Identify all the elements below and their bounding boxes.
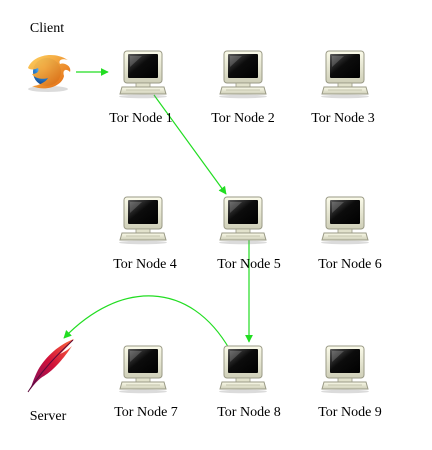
computer-icon [320, 196, 370, 245]
computer-icon [118, 196, 168, 245]
browser-globe-icon [28, 54, 71, 92]
tor-node-1 [116, 49, 170, 99]
tor-node-2 [216, 49, 270, 99]
computer-icon [218, 345, 268, 394]
feather-icon [27, 339, 74, 393]
tor-node-4 [116, 195, 170, 245]
server-label: Server [29, 409, 67, 424]
tor-node-4-label: Tor Node 4 [113, 257, 177, 272]
client-label: Client [29, 21, 65, 36]
computer-icon [320, 50, 370, 99]
tor-node-6 [318, 195, 372, 245]
tor-node-8-label: Tor Node 8 [217, 405, 281, 420]
arrow-node1-to-node5 [153, 94, 227, 195]
tor-node-9-label: Tor Node 9 [318, 405, 382, 420]
tor-node-8 [216, 344, 270, 394]
computer-icon [218, 50, 268, 99]
tor-node-6-label: Tor Node 6 [318, 257, 382, 272]
computer-icon [218, 196, 268, 245]
computer-icon [118, 345, 168, 394]
tor-node-1-label: Tor Node 1 [109, 111, 173, 126]
computer-icon [320, 345, 370, 394]
arrow-node8-to-server [63, 295, 231, 351]
tor-node-5-label: Tor Node 5 [217, 257, 281, 272]
tor-node-2-label: Tor Node 2 [211, 111, 275, 126]
tor-node-9 [318, 344, 372, 394]
tor-node-3-label: Tor Node 3 [311, 111, 375, 126]
tor-node-7-label: Tor Node 7 [114, 405, 178, 420]
tor-node-3 [318, 49, 372, 99]
computer-icon [118, 50, 168, 99]
tor-node-5 [216, 195, 270, 245]
tor-node-7 [116, 344, 170, 394]
